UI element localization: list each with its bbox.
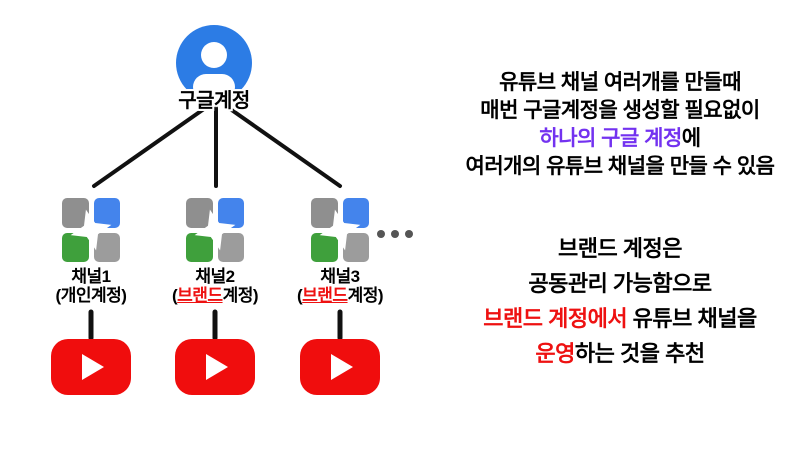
account-type-highlight: 브랜드 <box>177 286 223 305</box>
channel-account-type: (개인계정) <box>55 286 127 305</box>
brand-account-icon <box>62 198 120 262</box>
channel-2-label: 채널2 (브랜드계정) <box>150 267 280 305</box>
brand-account-tiles <box>311 198 369 262</box>
note-paragraph-1: 유튜브 채널 여러개를 만들때 매번 구글계정을 생성할 필요없이 하나의 구글… <box>440 69 800 181</box>
more-channels-dots-icon <box>377 230 413 238</box>
red-highlight: 운영 <box>535 341 575 366</box>
note-line: 유튜브 채널 여러개를 만들때 <box>499 71 741 94</box>
channel-3-label: 채널3 (브랜드계정) <box>275 267 405 305</box>
brand-account-icon <box>311 198 369 262</box>
star-icon <box>319 209 361 251</box>
youtube-icon <box>51 339 131 395</box>
note-paragraph-2: 브랜드 계정은 공동관리 가능함으로 브랜드 계정에서 유튜브 채널을 운영하는… <box>440 231 800 371</box>
youtube-icon <box>175 339 255 395</box>
channel-name: 채널3 <box>320 267 360 286</box>
star-icon <box>70 209 112 251</box>
brand-account-tiles <box>186 198 244 262</box>
channel-1-label: 채널1 (개인계정) <box>26 267 156 305</box>
note-line: 여러개의 유튜브 채널을 만들 수 있음 <box>465 155 775 178</box>
youtube-icon <box>300 339 380 395</box>
play-icon <box>82 354 104 380</box>
note-line: 매번 구글계정을 생성할 필요없이 <box>480 99 760 122</box>
google-account-label: 구글계정 <box>178 90 250 112</box>
channel-account-type: (브랜드계정) <box>171 286 259 305</box>
brand-account-icon <box>186 198 244 262</box>
google-account-avatar-icon <box>176 25 252 101</box>
note-line: 운영하는 것을 추천 <box>535 341 705 366</box>
account-type-highlight: 브랜드 <box>302 286 348 305</box>
channel-name: 채널1 <box>71 267 111 286</box>
star-icon <box>194 209 236 251</box>
brand-account-tiles <box>62 198 120 262</box>
purple-highlight: 하나의 구글 계정 <box>539 127 682 150</box>
play-icon <box>206 354 228 380</box>
note-line: 브랜드 계정은 <box>557 236 683 261</box>
note-line: 공동관리 가능함으로 <box>528 271 712 296</box>
red-highlight: 브랜드 계정에서 <box>483 306 628 331</box>
channel-name: 채널2 <box>195 267 235 286</box>
note-line: 브랜드 계정에서 유튜브 채널을 <box>483 306 757 331</box>
note-line: 하나의 구글 계정에 <box>539 127 701 150</box>
play-icon <box>331 354 353 380</box>
channel-account-type: (브랜드계정) <box>296 286 384 305</box>
